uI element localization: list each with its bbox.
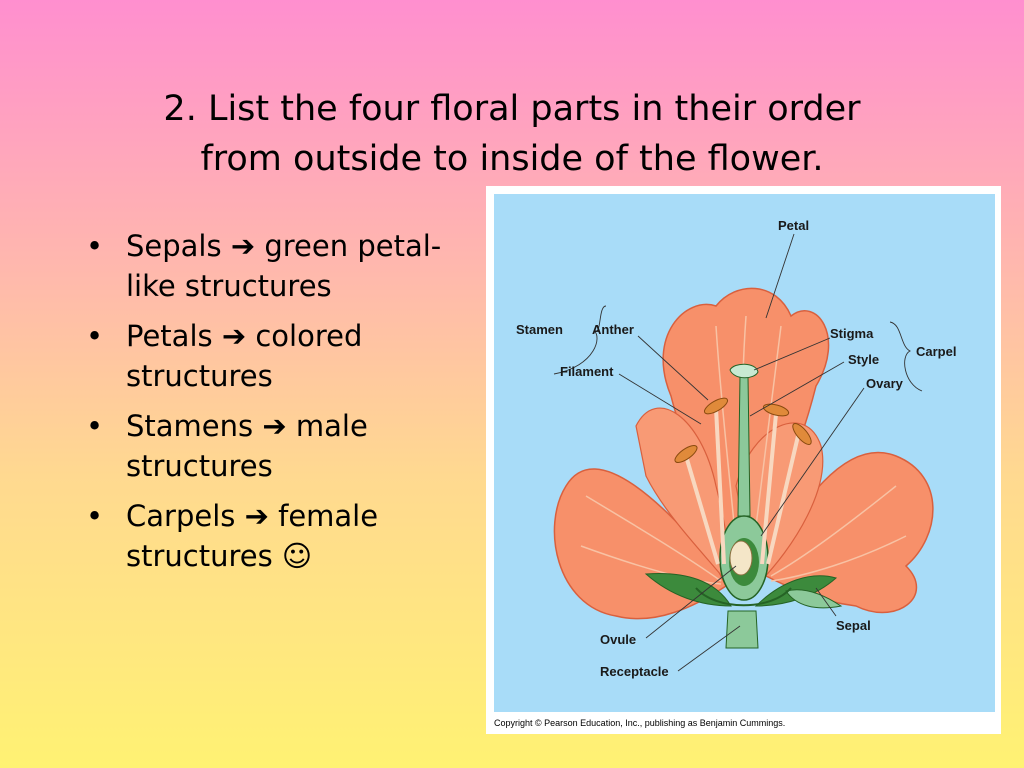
bullet-desc: colored bbox=[255, 319, 363, 353]
bullet-petals: • Petals ➔ colored structures bbox=[86, 316, 486, 396]
filament bbox=[760, 413, 778, 565]
anther bbox=[674, 444, 698, 464]
anther bbox=[792, 423, 812, 445]
bullet-sepals: • Sepals ➔ green petal- like structures bbox=[86, 226, 486, 306]
ovule bbox=[729, 540, 753, 576]
bullet-carpels: • Carpels ➔ female structures ☺ bbox=[86, 496, 486, 576]
title-line-2: from outside to inside of the flower. bbox=[200, 139, 824, 179]
filament bbox=[766, 435, 800, 565]
stamens bbox=[674, 397, 812, 565]
flower-diagram-canvas: Petal Stamen Anther Filament Stigma Styl… bbox=[494, 194, 995, 712]
label-style: Style bbox=[848, 352, 879, 367]
anther bbox=[762, 403, 790, 417]
bullet-list: • Sepals ➔ green petal- like structures … bbox=[86, 226, 486, 586]
leader-lines bbox=[553, 233, 923, 672]
copyright-text: Copyright © Pearson Education, Inc., pub… bbox=[494, 718, 786, 728]
label-receptacle: Receptacle bbox=[600, 664, 669, 679]
slide-title: 2. List the four floral parts in their o… bbox=[60, 84, 964, 184]
arrow-icon: ➔ bbox=[262, 409, 287, 443]
bullet-part: Carpels bbox=[126, 499, 236, 533]
bullet-desc-cont: structures bbox=[126, 359, 273, 393]
receptacle bbox=[725, 610, 759, 649]
arrow-icon: ➔ bbox=[244, 499, 269, 533]
bullet-stamens: • Stamens ➔ male structures bbox=[86, 406, 486, 486]
label-stamen: Stamen bbox=[516, 322, 563, 337]
bullet-part: Petals bbox=[126, 319, 213, 353]
bullet-desc: male bbox=[295, 409, 368, 443]
bullet-desc-cont: structures bbox=[126, 449, 273, 483]
arrow-icon: ➔ bbox=[230, 229, 256, 263]
stigma bbox=[729, 363, 759, 379]
label-ovary: Ovary bbox=[866, 376, 904, 391]
bullet-desc-cont: like structures bbox=[126, 269, 332, 303]
receptacle-base bbox=[695, 587, 792, 607]
bullet-desc-cont: structures ☺ bbox=[126, 539, 313, 573]
label-stigma: Stigma bbox=[830, 326, 874, 341]
bullet-dot: • bbox=[86, 319, 104, 353]
style bbox=[737, 375, 751, 517]
label-ovule: Ovule bbox=[600, 632, 636, 647]
label-carpel: Carpel bbox=[916, 344, 956, 359]
filament bbox=[684, 455, 720, 565]
label-sepal: Sepal bbox=[836, 618, 871, 633]
anther bbox=[703, 397, 729, 415]
bullet-part: Sepals bbox=[126, 229, 222, 263]
label-petal: Petal bbox=[778, 218, 809, 233]
bullet-dot: • bbox=[86, 499, 104, 533]
bullet-dot: • bbox=[86, 409, 104, 443]
filament bbox=[714, 407, 726, 565]
bullet-desc: green petal- bbox=[264, 229, 442, 263]
label-filament: Filament bbox=[560, 364, 614, 379]
arrow-icon: ➔ bbox=[221, 319, 247, 353]
label-anther: Anther bbox=[592, 322, 634, 337]
bullet-dot: • bbox=[86, 229, 104, 263]
flower-diagram: Petal Stamen Anther Filament Stigma Styl… bbox=[486, 186, 1001, 734]
title-line-1: 2. List the four floral parts in their o… bbox=[163, 89, 861, 129]
bullet-part: Stamens bbox=[126, 409, 254, 443]
bullet-desc: female bbox=[278, 499, 379, 533]
